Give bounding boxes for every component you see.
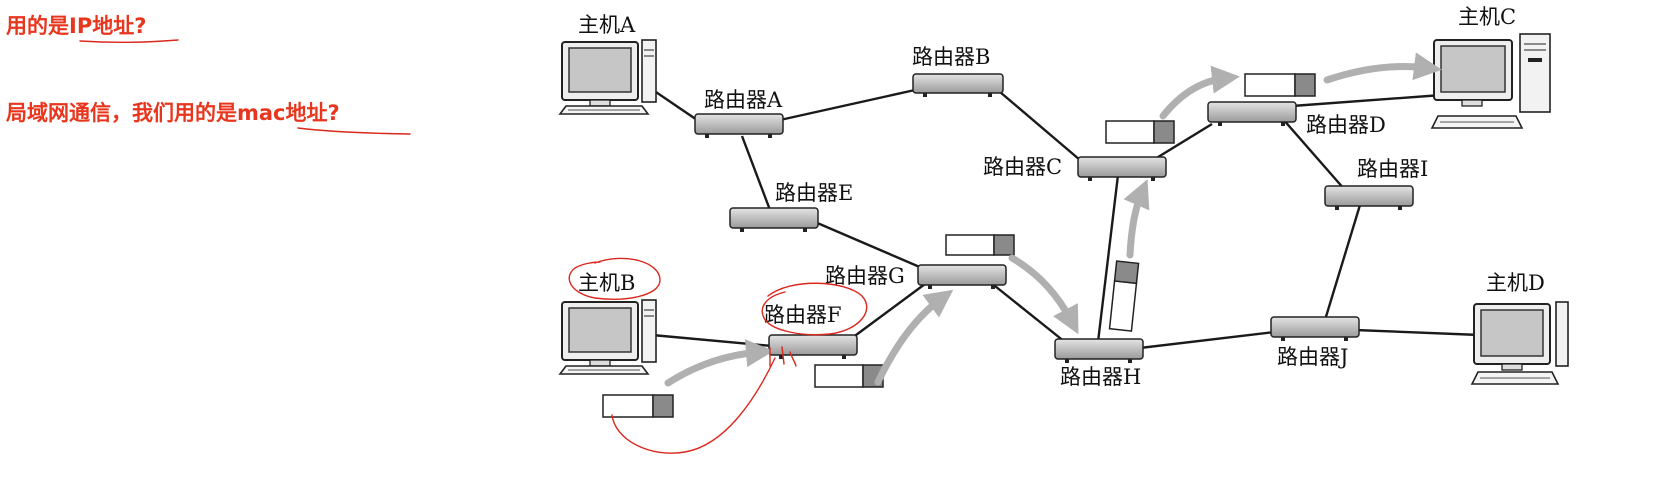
flow-arrow-icon: [1159, 65, 1240, 120]
router-box: [1207, 101, 1297, 123]
link-rE-rG: [814, 220, 923, 270]
router-h: 路由器H: [1054, 338, 1144, 389]
router-i: 路由器I: [1324, 157, 1428, 210]
link-hostB-rF: [651, 333, 773, 348]
router-e-label: 路由器E: [775, 181, 853, 205]
link-rA-rB: [779, 88, 916, 122]
router-d-label: 路由器D: [1306, 113, 1386, 137]
underline-ip: [79, 39, 179, 43]
link-hostA-rA: [649, 87, 701, 123]
host-c: 主机C: [1430, 5, 1551, 129]
router-box: [917, 264, 1007, 286]
circle-host-b: [568, 257, 661, 300]
host-b: 主机B: [558, 271, 657, 375]
computer-icon: [1430, 33, 1551, 129]
computer-icon: [558, 39, 657, 115]
router-g: 路由器G: [825, 264, 1007, 289]
host-a-label: 主机A: [578, 13, 636, 37]
host-a: 主机A: [558, 13, 657, 115]
link-rJ-hostD: [1354, 328, 1481, 337]
question-mac-address: 局域网通信，我们用的是mac地址?: [6, 101, 340, 125]
router-box: [694, 113, 784, 135]
host-d: 主机D: [1470, 271, 1569, 385]
link-rH-rJ: [1139, 330, 1276, 350]
computer-icon: [1470, 301, 1569, 385]
router-box: [1054, 338, 1144, 360]
router-f-label: 路由器F: [764, 303, 842, 327]
router-h-label: 路由器H: [1060, 365, 1141, 389]
router-box: [1270, 316, 1360, 338]
router-box: [1077, 156, 1167, 178]
computer-icon: [558, 299, 657, 375]
packet: [1108, 260, 1140, 332]
question-ip-address: 用的是IP地址?: [6, 14, 147, 38]
router-e: 路由器E: [729, 181, 853, 232]
flow-arrow-icon: [664, 339, 774, 387]
packet: [602, 394, 674, 418]
host-d-label: 主机D: [1486, 271, 1545, 295]
router-c-label: 路由器C: [983, 155, 1062, 179]
flow-arrow-icon: [1323, 52, 1442, 84]
packets: [602, 73, 1316, 418]
circle-router-f: [761, 282, 868, 336]
router-box: [912, 73, 1004, 94]
flow-arrow-icon: [1123, 179, 1150, 259]
link-rG-rH: [989, 281, 1066, 343]
router-c: 路由器C: [983, 155, 1167, 181]
flow-arrow-icon: [1008, 254, 1079, 335]
link-rF-rG: [851, 283, 926, 339]
packet: [1105, 120, 1175, 144]
flow-arrow-icon: [874, 289, 954, 386]
link-rB-rC: [999, 91, 1081, 161]
link-rI-rJ: [1323, 204, 1362, 321]
router-j-label: 路由器J: [1277, 345, 1348, 369]
packet: [945, 234, 1015, 256]
tick-mark: [789, 351, 797, 367]
network-links: [649, 87, 1481, 350]
curve-to-packet: [611, 357, 776, 454]
link-rC-rD: [1149, 122, 1213, 164]
router-a: 路由器A: [694, 88, 784, 138]
router-a-label: 路由器A: [704, 88, 783, 112]
underline-mac: [297, 127, 411, 135]
router-box: [1324, 185, 1414, 207]
router-d: 路由器D: [1207, 101, 1386, 137]
handwritten-marks: [79, 39, 868, 454]
router-j: 路由器J: [1270, 316, 1360, 369]
router-g-label: 路由器G: [825, 264, 905, 288]
host-c-label: 主机C: [1458, 5, 1516, 29]
router-box: [729, 207, 819, 229]
router-b-label: 路由器B: [912, 45, 990, 69]
link-rH-rC: [1096, 174, 1120, 343]
router-b: 路由器B: [912, 45, 1004, 97]
flow-arrows: [664, 52, 1442, 387]
link-rD-rI: [1281, 117, 1346, 191]
tick-mark: [781, 346, 785, 365]
packet: [1244, 73, 1316, 97]
host-b-label: 主机B: [578, 271, 635, 295]
router-i-label: 路由器I: [1357, 157, 1428, 181]
link-rD-hostC: [1291, 93, 1443, 108]
packet: [814, 364, 884, 388]
link-rA-rE: [740, 135, 772, 211]
